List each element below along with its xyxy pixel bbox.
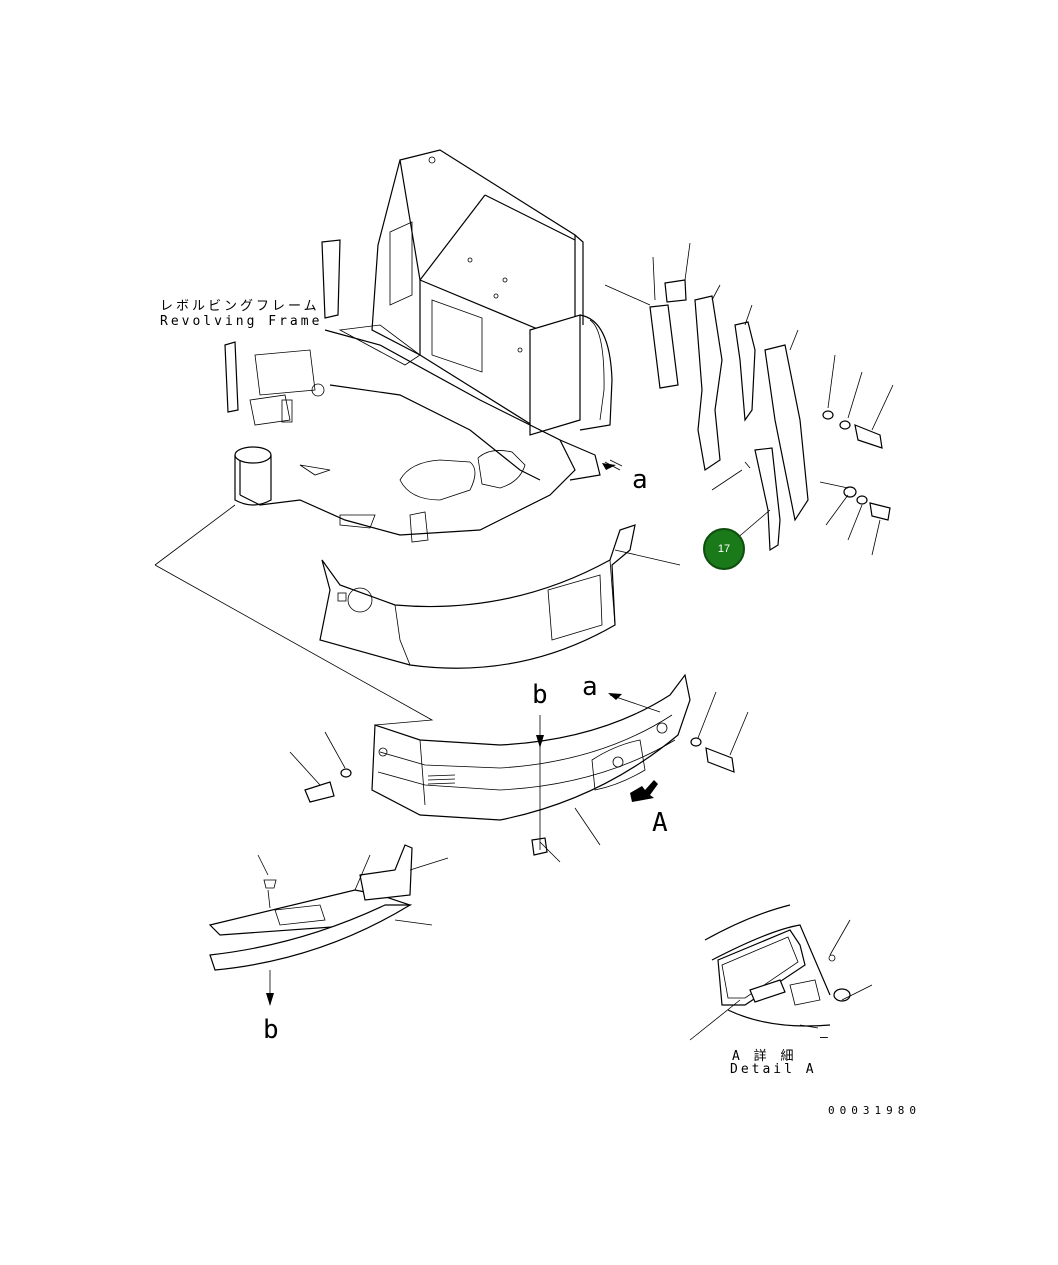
detail-a-drawing — [704, 904, 851, 1027]
view-arrow-b-lower: b — [263, 1015, 279, 1045]
counterweight-drawing — [319, 524, 636, 669]
callout-17-marker[interactable]: 17 — [703, 528, 745, 570]
detail-a-label-jp: A 詳 細 — [732, 1049, 797, 1064]
revolving-frame-drawing — [224, 149, 623, 543]
side-brackets-drawing — [304, 279, 891, 856]
view-arrow-a-upper: a — [632, 465, 648, 495]
rear-cover-drawing — [371, 673, 691, 821]
view-arrow-a-lower: a — [582, 672, 598, 702]
callout-17-number: 17 — [717, 543, 731, 555]
leader-lines — [154, 242, 894, 1041]
under-plate-drawing — [208, 844, 413, 971]
view-arrow-b-upper: b — [532, 680, 548, 710]
drawing-number: 00031980 — [828, 1104, 921, 1117]
revolving-frame-label-jp: レボルビングフレーム — [160, 299, 320, 314]
view-arrow-A: A — [652, 808, 668, 838]
detail-a-dash: – — [820, 1030, 831, 1045]
detail-a-label-en: Detail A — [730, 1062, 817, 1077]
revolving-frame-label-en: Revolving Frame — [160, 314, 323, 329]
